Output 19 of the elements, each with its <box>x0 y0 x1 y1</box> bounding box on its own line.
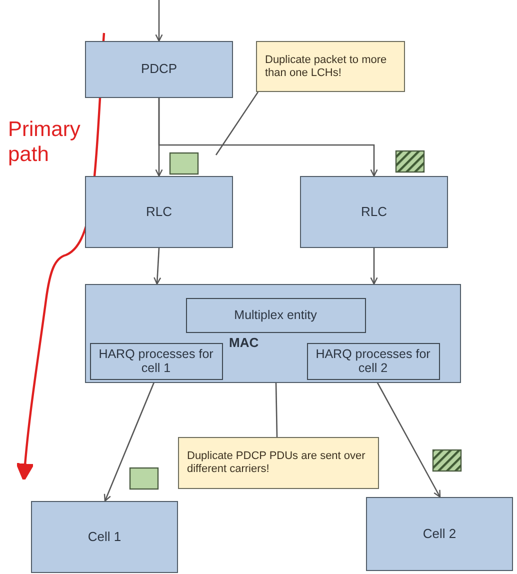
arrow <box>155 0 163 42</box>
process-box: PDCP <box>85 41 233 98</box>
process-box: HARQ processes for cell 1 <box>90 342 222 380</box>
process-box: RLC <box>300 176 448 248</box>
process-box: Cell 1 <box>31 501 178 573</box>
process-box: HARQ processes for cell 2 <box>306 342 440 380</box>
note-box: Duplicate packet to more than one LCHs! <box>256 41 405 92</box>
process-box: Cell 2 <box>366 497 513 571</box>
path-label: Primary path <box>8 117 82 168</box>
leader-line <box>215 92 259 156</box>
leader-line <box>275 382 278 438</box>
process-box: RLC <box>85 176 233 248</box>
layer-box <box>85 284 461 383</box>
arrow <box>154 248 162 285</box>
note-box: Duplicate PDCP PDUs are sent over different carriers! <box>178 437 379 489</box>
arrow <box>370 248 378 285</box>
process-box: Multiplex entity <box>186 298 366 332</box>
arrow <box>158 98 378 177</box>
layer-label: MAC <box>229 336 259 351</box>
